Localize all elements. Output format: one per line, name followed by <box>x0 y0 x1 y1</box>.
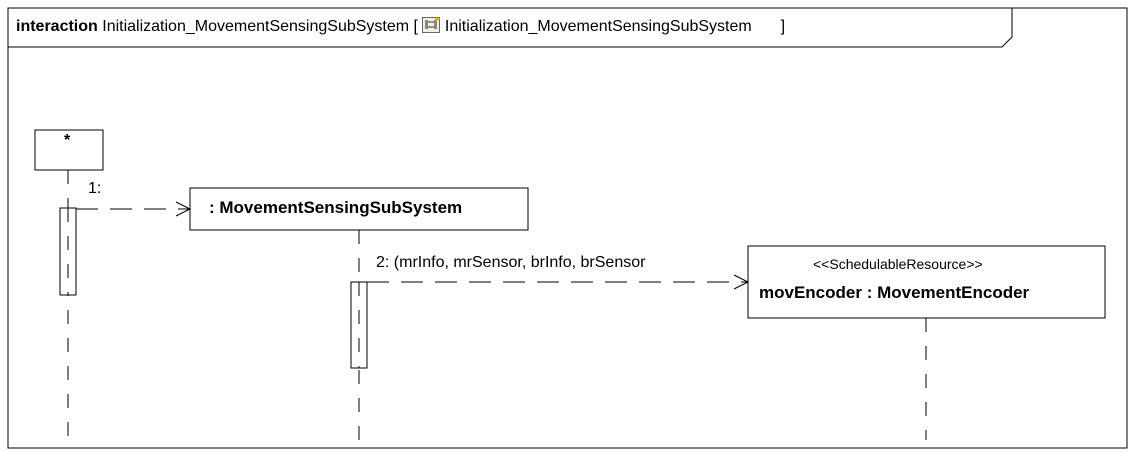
sequence-diagram-icon[interactable] <box>422 17 441 33</box>
message-1-arrowhead <box>175 201 192 217</box>
frame-close-bracket: ] <box>780 18 786 35</box>
frame-label-border <box>8 8 1013 48</box>
lifeline-mov-encoder-label: movEncoder : MovementEncoder <box>759 283 1030 302</box>
interaction-frame <box>7 7 1128 449</box>
lifeline-mov-encoder-head[interactable] <box>747 245 1106 319</box>
frame-title: interaction Initialization_MovementSensi… <box>16 16 785 38</box>
frame-name: Initialization_MovementSensingSubSystem <box>102 18 410 35</box>
lifeline-movement-sensing-head[interactable] <box>189 187 529 231</box>
lifeline-mov-encoder-stereotype: <<SchedulableResource>> <box>813 256 983 272</box>
lifeline-star-head[interactable] <box>34 129 104 171</box>
frame-ref-name[interactable]: Initialization_MovementSensingSubSystem <box>444 18 752 35</box>
message-2-arrowhead <box>733 274 750 290</box>
frame-open-bracket: [ <box>413 18 418 35</box>
lifeline-star-label: * <box>64 132 71 149</box>
message-2-label: 2: (mrInfo, mrSensor, brInfo, brSensor <box>376 254 646 271</box>
message-1-label: 1: <box>88 180 102 197</box>
frame-keyword: interaction <box>16 18 98 35</box>
lifeline-movement-sensing-label: : MovementSensingSubSystem <box>209 198 463 217</box>
